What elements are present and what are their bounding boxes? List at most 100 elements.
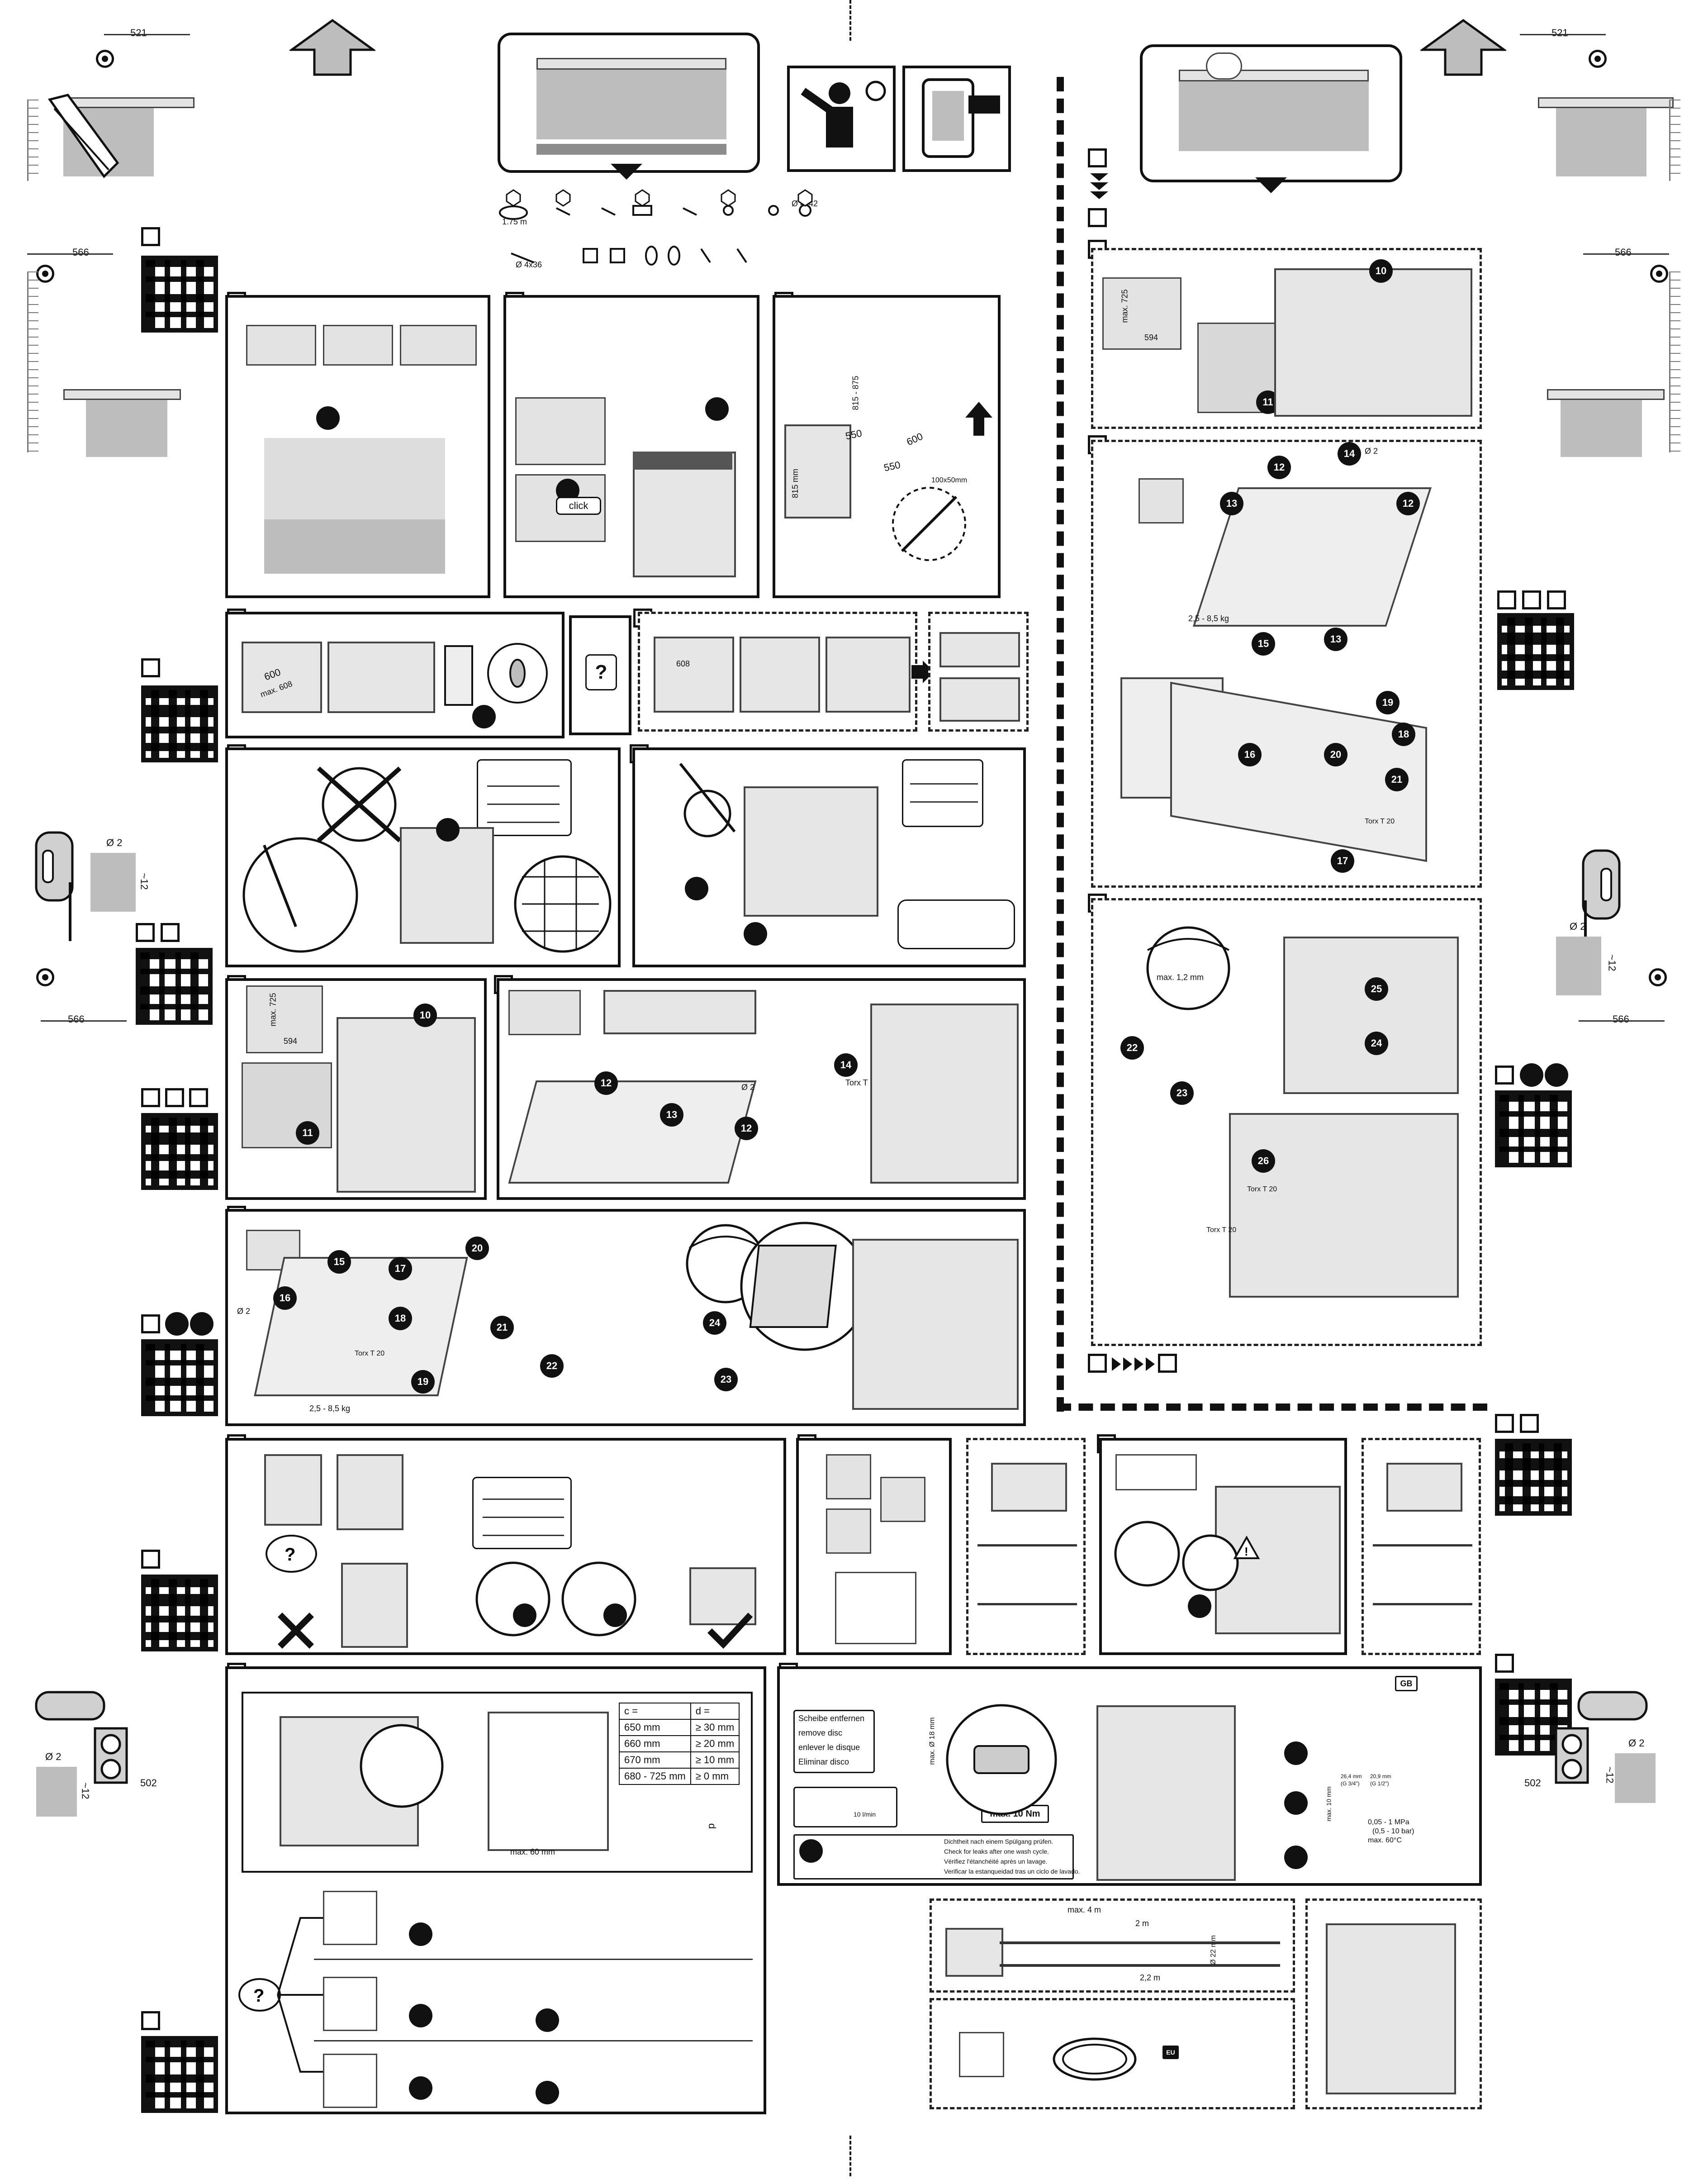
drill-diameter-bottom-right: Ø 2 — [1628, 1737, 1645, 1749]
panel-right-fixing: 12 13 14 12 13 15 2,5 - 8,5 kg Ø 2 16 20… — [1091, 440, 1482, 888]
plinth-height-table: c =d = 650 mm≥ 30 mm 660 mm≥ 20 mm 670 m… — [619, 1703, 740, 1785]
max-temp-label: max. 60°C — [1368, 1836, 1402, 1844]
qr-code[interactable] — [141, 1113, 218, 1190]
checkbox-square — [1088, 148, 1107, 167]
ruler-scale-right — [1669, 271, 1680, 452]
drill-depth-label-right: ~12 — [1606, 954, 1618, 971]
dia-22-label: Ø 22 mm — [1209, 1935, 1217, 1965]
dimension-d-label: d — [707, 1823, 718, 1829]
step-20: 20 — [465, 1237, 489, 1260]
qr-code[interactable] — [1497, 613, 1574, 690]
leveling-indicator — [897, 899, 1015, 949]
tools-icon-panel — [787, 66, 896, 172]
crosshair-icon — [96, 50, 114, 68]
drill-hole-bottom-right — [1615, 1753, 1656, 1803]
app-icon-panel — [902, 66, 1011, 172]
question-mark: ? — [595, 661, 607, 683]
table-row: 650 mm≥ 30 mm — [619, 1719, 740, 1736]
drill-depth-label: ~12 — [138, 873, 150, 890]
thread-a2-label: (G 3/4") — [1341, 1780, 1360, 1787]
svg-text:?: ? — [285, 1545, 295, 1565]
torx-right-3: Torx T 20 — [1206, 1226, 1237, 1234]
cabinet-outline-right — [1561, 398, 1642, 457]
panel-template-fixing: 12 13 12 14 Torx T 20 Ø 2 — [497, 978, 1026, 1200]
qr-code[interactable] — [141, 256, 218, 333]
panel-door-alignment: ? — [225, 1438, 786, 1655]
max-4m-label: max. 4 m — [1068, 1905, 1101, 1914]
screw-b-label: Ø 4x36 — [516, 260, 542, 269]
dim-815: 815 mm — [791, 468, 800, 499]
up-arrow-icon — [289, 19, 375, 76]
drill-icon-right — [1582, 849, 1621, 959]
qr-code[interactable] — [1495, 1439, 1572, 1516]
down-triangle-icon-right — [1255, 177, 1287, 193]
dim-815-875: 815 - 875 — [851, 376, 860, 410]
drill-depth-bottom-left: ~12 — [80, 1782, 91, 1799]
step-square — [165, 1088, 184, 1107]
section-divider-horizontal — [1057, 1404, 1487, 1411]
screw-detail-circle — [1182, 1534, 1239, 1591]
adjust-foot-detail — [444, 643, 548, 706]
tile-detail-circle — [514, 855, 612, 953]
step-square — [141, 658, 160, 677]
step-dot — [1520, 1063, 1543, 1087]
ruler-scale-right — [1669, 100, 1680, 181]
step-19-right: 19 — [1376, 691, 1400, 714]
dimension-mid-left: 566 — [72, 247, 89, 258]
hinge-detail-circle-2 — [561, 1561, 636, 1637]
plinth-height-subpanel: max. 60 mm d c =d = 650 mm≥ 30 mm 660 mm… — [242, 1692, 753, 1873]
qr-code[interactable] — [141, 1339, 218, 1416]
qr-code[interactable] — [141, 685, 218, 762]
torx-label-2: Torx T 20 — [355, 1350, 385, 1357]
step-13: 13 — [660, 1103, 683, 1127]
drill-small-label-2: Ø 2 — [237, 1307, 251, 1316]
qr-code[interactable] — [141, 2036, 218, 2113]
template-width-right: 594 — [1144, 333, 1158, 342]
drill-hole-diagram-right — [1556, 937, 1601, 995]
countertop — [63, 389, 181, 400]
step-22-right: 22 — [1120, 1036, 1144, 1060]
svg-text:!: ! — [1244, 1545, 1248, 1558]
step-21: 21 — [490, 1316, 514, 1339]
panel-door-fitment — [796, 1438, 952, 1655]
no-icon-circle — [1114, 1521, 1180, 1587]
info-label-box-2 — [902, 759, 983, 827]
cabinet-outline-right — [1556, 104, 1646, 176]
step-21-right: 21 — [1385, 768, 1409, 791]
dimension-line — [104, 34, 190, 35]
qr-code[interactable] — [136, 948, 213, 1025]
step-square — [141, 2011, 160, 2030]
triple-arrow-icon — [1090, 173, 1108, 199]
panel-bracket-options — [928, 612, 1029, 732]
down-triangle-icon — [611, 164, 642, 180]
leak-check-box: Dichtheit nach einem Spülgang prüfen. Ch… — [793, 1834, 1080, 1879]
drill-dimension-right: 566 — [1613, 1013, 1629, 1025]
step-10: 10 — [413, 1004, 437, 1027]
weight-label: 2,5 - 8,5 kg — [309, 1404, 351, 1413]
step-19: 19 — [411, 1370, 435, 1394]
dim-608-label: 608 — [676, 659, 690, 668]
qr-code[interactable] — [141, 1575, 218, 1651]
info-label-box-3 — [472, 1477, 572, 1549]
panel-power: EU — [930, 1998, 1295, 2109]
panel-prepare-countertop — [225, 295, 490, 598]
qr-code[interactable] — [1495, 1090, 1572, 1167]
step-23: 23 — [714, 1368, 738, 1391]
torx-right-2: Torx T 20 — [1247, 1185, 1277, 1193]
dim-550-b: 550 — [882, 459, 901, 474]
ruler-scale — [27, 100, 38, 181]
panel-height-adjust — [632, 747, 1026, 967]
template-height: max. 725 — [268, 993, 278, 1027]
step-22: 22 — [540, 1354, 564, 1378]
panel-no-steam-protection — [225, 747, 621, 967]
step-square — [1520, 1414, 1539, 1433]
drill-hole-diagram — [90, 853, 136, 912]
step-25-right: 25 — [1365, 977, 1388, 1001]
step-square — [161, 923, 180, 942]
step-dot — [190, 1312, 214, 1336]
section-divider-vertical — [1057, 77, 1064, 1412]
countertop-right — [1547, 389, 1665, 400]
leak-check-de: Dichtheit nach einem Spülgang prüfen. — [944, 1838, 1053, 1845]
step-12: 12 — [594, 1071, 618, 1095]
ruler-scale — [27, 271, 38, 452]
